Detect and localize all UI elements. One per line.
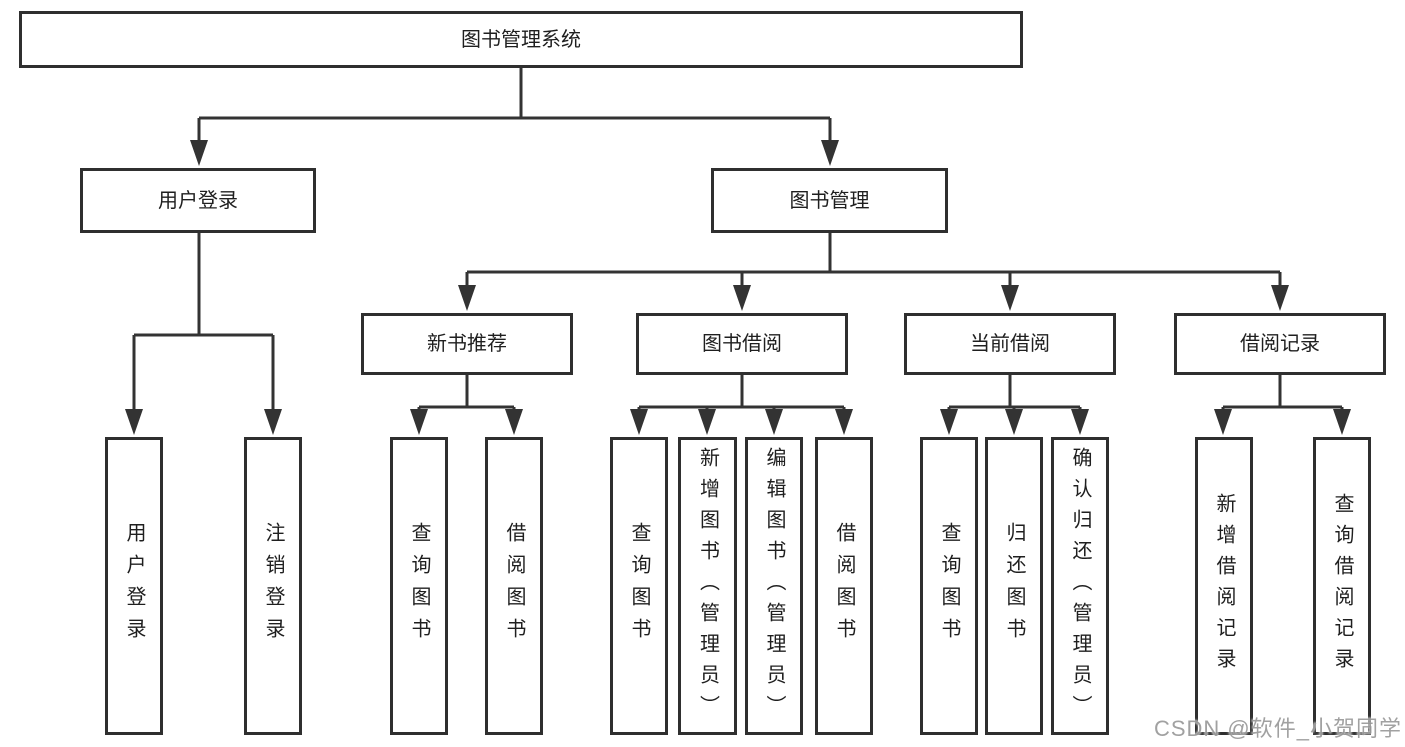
node-new-book-recommend: 新书推荐 — [361, 313, 573, 375]
leaf-current-return-book: 归还图书 — [985, 437, 1043, 735]
node-book-management: 图书管理 — [711, 168, 948, 233]
node-label: 图书管理 — [789, 189, 870, 212]
node-user-login: 用户登录 — [80, 168, 316, 233]
node-library-system-root: 图书管理系统 — [19, 11, 1023, 68]
csdn-watermark: CSDN @软件_小贺同学 — [1153, 716, 1402, 741]
node-label: 借阅记录 — [1240, 333, 1320, 355]
leaf-label: 查询图书 — [408, 522, 430, 650]
leaf-user-login: 用户登录 — [105, 437, 163, 735]
node-label: 图书管理系统 — [461, 28, 581, 51]
leaf-label: 查询图书 — [938, 522, 960, 650]
leaf-current-query-book: 查询图书 — [920, 437, 978, 735]
leaf-borrow-add-book-admin: 新增图书（管理员） — [678, 437, 737, 735]
node-current-borrow: 当前借阅 — [904, 313, 1116, 375]
node-label: 图书借阅 — [702, 333, 782, 355]
leaf-record-add: 新增借阅记录 — [1195, 437, 1253, 735]
leaf-borrow-edit-book-admin: 编辑图书（管理员） — [745, 437, 803, 735]
leaf-label: 注销登录 — [262, 522, 284, 650]
node-label: 新书推荐 — [427, 333, 507, 355]
leaf-label: 借阅图书 — [833, 522, 855, 650]
leaf-label: 借阅图书 — [503, 522, 525, 650]
leaf-newbook-borrow-book: 借阅图书 — [485, 437, 543, 735]
leaf-label: 查询图书 — [628, 522, 650, 650]
leaf-borrow-query-book: 查询图书 — [610, 437, 668, 735]
leaf-logout-login: 注销登录 — [244, 437, 302, 735]
leaf-borrow-borrow-book: 借阅图书 — [815, 437, 873, 735]
leaf-label: 归还图书 — [1003, 522, 1025, 650]
leaf-current-confirm-return-admin: 确认归还（管理员） — [1051, 437, 1109, 735]
leaf-record-query: 查询借阅记录 — [1313, 437, 1371, 735]
leaf-label: 新增借阅记录 — [1213, 493, 1235, 679]
leaf-label: 确认归还（管理员） — [1069, 446, 1091, 726]
leaf-label: 用户登录 — [123, 522, 145, 650]
node-borrow-record: 借阅记录 — [1174, 313, 1386, 375]
node-label: 用户登录 — [158, 189, 238, 212]
node-book-borrow: 图书借阅 — [636, 313, 848, 375]
leaf-newbook-query-book: 查询图书 — [390, 437, 448, 735]
leaf-label: 编辑图书（管理员） — [763, 446, 785, 726]
leaf-label: 新增图书（管理员） — [696, 446, 719, 726]
leaf-label: 查询借阅记录 — [1331, 493, 1353, 679]
node-label: 当前借阅 — [970, 333, 1050, 355]
